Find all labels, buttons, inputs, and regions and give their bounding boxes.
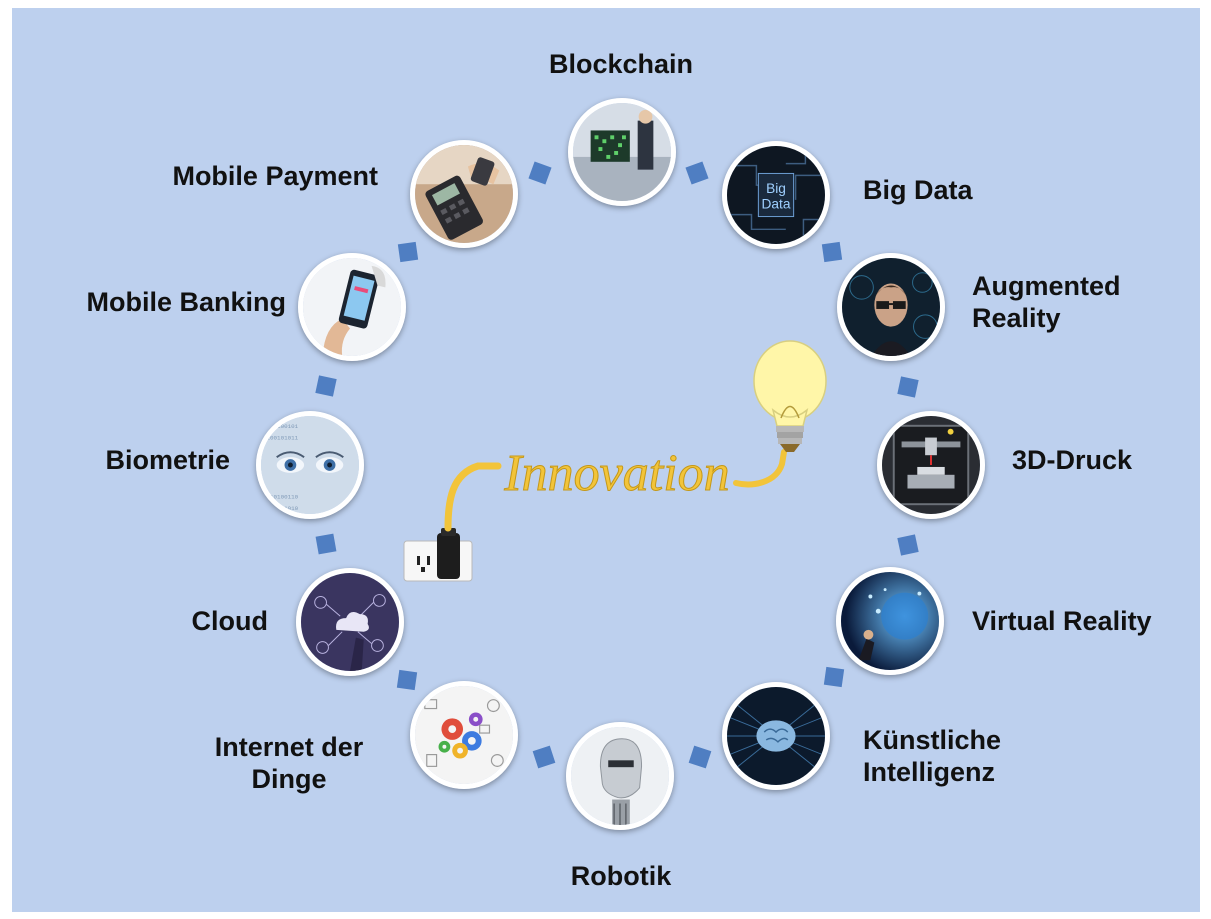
- node-big-data: Big Data: [722, 141, 830, 249]
- label-line: Reality: [972, 303, 1061, 333]
- svg-text:0101100101: 0101100101: [263, 423, 299, 430]
- label-line: Künstliche: [863, 725, 1002, 755]
- label-blockchain: Blockchain: [548, 49, 694, 79]
- cable: [444, 462, 502, 532]
- virtual-reality-photo-icon: [841, 572, 939, 670]
- label-mobile-payment: Mobile Payment: [172, 161, 378, 191]
- lightbulb-icon: [753, 340, 827, 452]
- robot-photo-icon: [571, 727, 669, 825]
- label-biometrie: Biometrie: [105, 445, 230, 475]
- node-mobile-payment: [410, 140, 518, 248]
- svg-text:Big: Big: [766, 181, 786, 196]
- label-line: Internet der: [214, 732, 364, 762]
- label-mobile-banking: Mobile Banking: [86, 287, 286, 317]
- label-line: Intelligenz: [863, 757, 996, 787]
- 3d-printer-photo-icon: [882, 416, 980, 514]
- label-big-data: Big Data: [863, 175, 973, 205]
- node-kuenstliche-intelligenz: [722, 682, 830, 790]
- label-augmented-reality: Augmented Reality: [972, 270, 1121, 334]
- node-augmented-reality: [837, 253, 945, 361]
- node-internet-der-dinge: [410, 681, 518, 789]
- node-robotik: [566, 722, 674, 830]
- svg-text:1100101011: 1100101011: [263, 435, 299, 442]
- label-virtual-reality: Virtual Reality: [972, 606, 1152, 636]
- cable: [733, 449, 787, 488]
- node-virtual-reality: [836, 567, 944, 675]
- plug-icon: [437, 528, 460, 579]
- svg-text:Data: Data: [762, 197, 791, 212]
- node-blockchain: [568, 98, 676, 206]
- big-data-photo-icon: Big Data: [727, 146, 825, 244]
- svg-text:0110100110: 0110100110: [263, 493, 299, 500]
- cloud-photo-icon: [301, 573, 399, 671]
- node-3d-druck: [877, 411, 985, 519]
- iot-gears-photo-icon: [415, 686, 513, 784]
- label-3d-druck: 3D-Druck: [1012, 445, 1133, 475]
- label-line: Dinge: [251, 764, 327, 794]
- brain-photo-icon: [727, 687, 825, 785]
- node-cloud: [296, 568, 404, 676]
- card-terminal-photo-icon: [415, 145, 513, 243]
- center-title: Innovation: [503, 445, 729, 502]
- label-kuenstliche-intelligenz: Künstliche Intelligenz: [863, 724, 1001, 788]
- label-line: Augmented: [972, 271, 1121, 301]
- augmented-reality-photo-icon: [842, 258, 940, 356]
- label-cloud: Cloud: [191, 606, 268, 636]
- blockchain-photo-icon: [573, 103, 671, 201]
- label-robotik: Robotik: [570, 861, 672, 891]
- label-internet-der-dinge: Internet der Dinge: [186, 731, 392, 795]
- node-mobile-banking: [298, 253, 406, 361]
- smartphone-photo-icon: [303, 258, 401, 356]
